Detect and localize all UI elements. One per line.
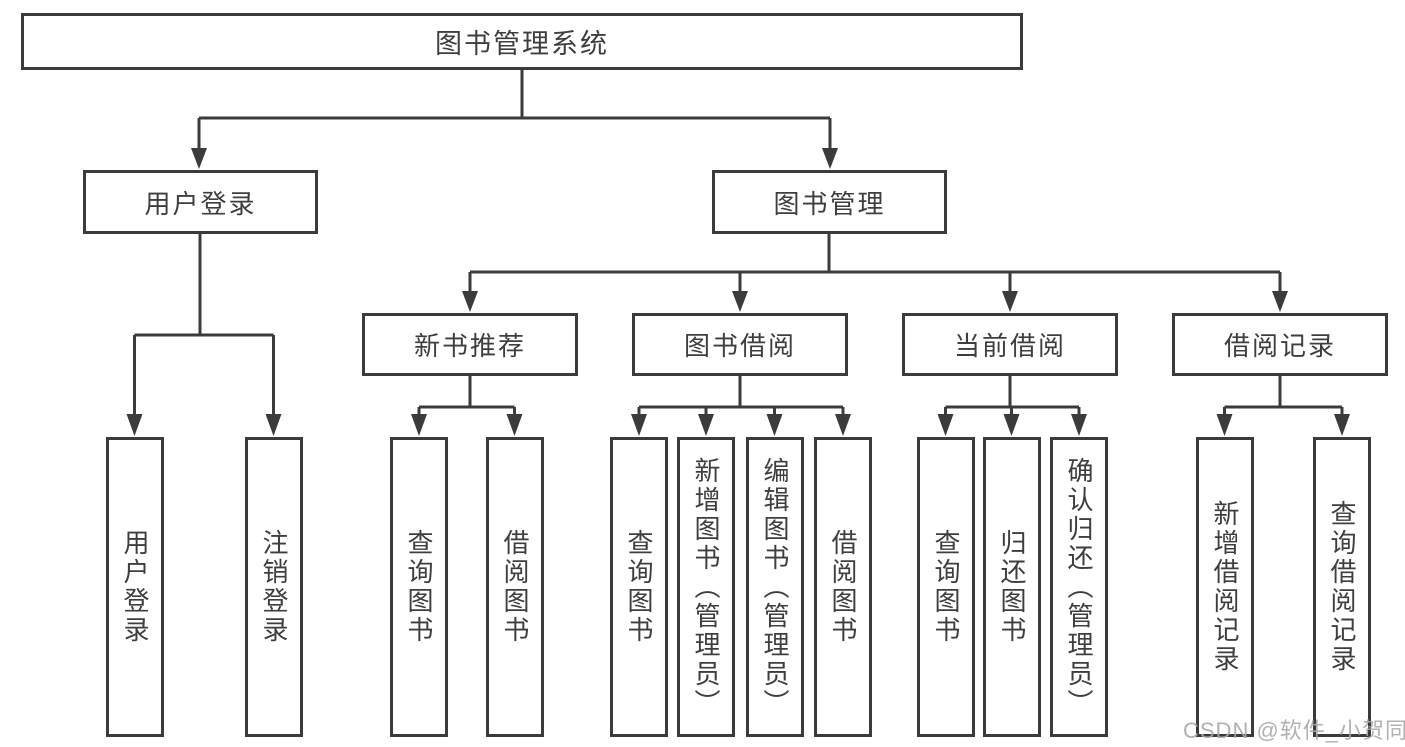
node-book-management: 图书管理	[712, 170, 947, 234]
leaf-label: 查询图书	[931, 529, 961, 645]
node-new-book-recommend: 新书推荐	[362, 313, 578, 376]
leaf-label: 编辑图书（管理员）	[760, 456, 790, 718]
leaf-current-search-book: 查询图书	[917, 437, 975, 737]
leaf-label: 借阅图书	[828, 529, 858, 645]
leaf-borrow-search-book: 查询图书	[610, 437, 668, 737]
node-label: 当前借阅	[953, 331, 1066, 361]
leaf-label: 确认归还（管理员）	[1064, 456, 1094, 718]
leaf-record-add-record: 新增借阅记录	[1196, 437, 1254, 737]
leaf-label: 借阅图书	[500, 529, 530, 645]
leaf-label: 查询图书	[404, 529, 434, 645]
leaf-label: 新增借阅记录	[1210, 500, 1240, 674]
node-label: 图书借阅	[683, 331, 796, 361]
node-book-borrow: 图书借阅	[632, 313, 848, 376]
leaf-label: 归还图书	[997, 529, 1027, 645]
node-label: 图书管理	[773, 188, 886, 219]
node-borrow-record: 借阅记录	[1172, 313, 1388, 376]
leaf-label: 查询图书	[624, 529, 654, 645]
node-label: 新书推荐	[413, 331, 526, 361]
leaf-borrow-add-book-admin: 新增图书（管理员）	[677, 437, 735, 737]
leaf-borrow-edit-book-admin: 编辑图书（管理员）	[746, 437, 804, 737]
leaf-user-login: 用户登录	[106, 437, 164, 737]
node-current-borrow: 当前借阅	[902, 313, 1118, 376]
leaf-logout: 注销登录	[245, 437, 303, 737]
leaf-record-search-record: 查询借阅记录	[1313, 437, 1371, 737]
leaf-recommend-search-book: 查询图书	[390, 437, 448, 737]
leaf-label: 新增图书（管理员）	[691, 456, 721, 718]
node-user-login: 用户登录	[83, 170, 318, 234]
node-label: 借阅记录	[1223, 331, 1336, 361]
leaf-borrow-borrow-book: 借阅图书	[814, 437, 872, 737]
node-system-root: 图书管理系统	[21, 13, 1023, 70]
node-label: 图书管理系统	[435, 29, 609, 59]
leaf-recommend-borrow-book: 借阅图书	[486, 437, 544, 737]
leaf-current-return-book: 归还图书	[983, 437, 1041, 737]
leaf-label: 注销登录	[259, 529, 289, 645]
leaf-current-confirm-return-admin: 确认归还（管理员）	[1050, 437, 1108, 737]
node-label: 用户登录	[144, 188, 257, 219]
leaf-label: 查询借阅记录	[1327, 500, 1357, 674]
leaf-label: 用户登录	[120, 529, 150, 645]
arrowheads	[126, 148, 1350, 436]
